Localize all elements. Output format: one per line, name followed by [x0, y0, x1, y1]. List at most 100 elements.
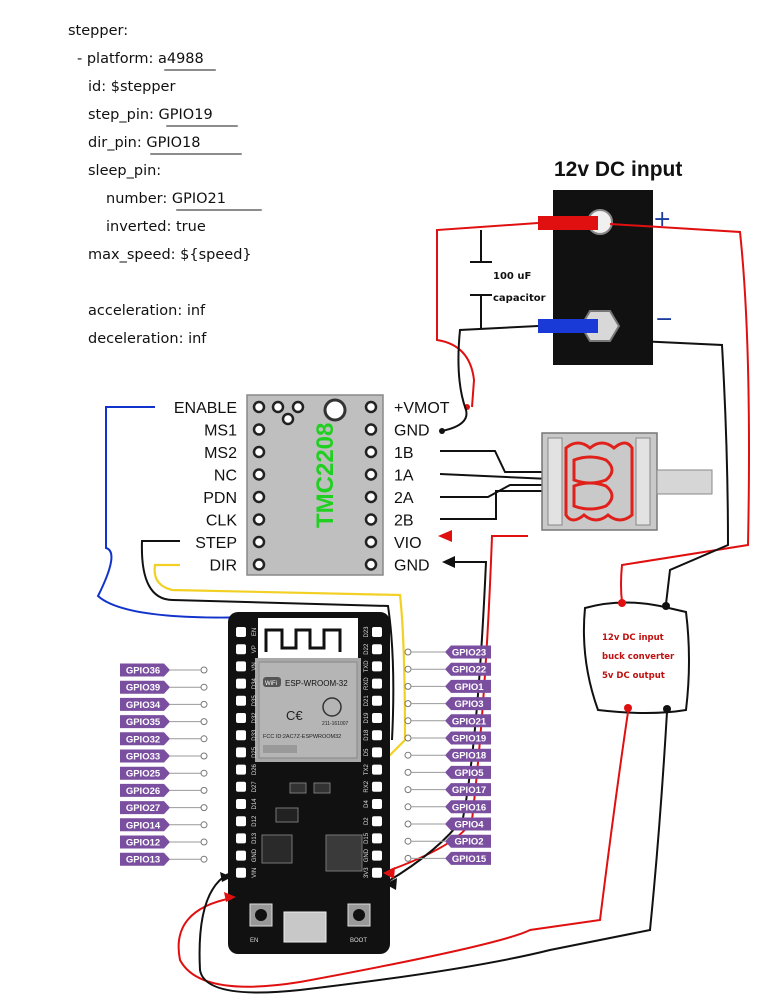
esp-header-pin: [372, 799, 382, 809]
gnd-to-esp-black-wire: [198, 711, 668, 994]
driver-pin-label: STEP: [195, 535, 237, 552]
gpio-tag-label: GPIO4: [454, 820, 484, 831]
esp-header-pin: [372, 695, 382, 706]
silk-label: VP: [252, 645, 258, 653]
gpio-tag: [445, 834, 491, 848]
motor-coils: [564, 441, 634, 522]
silk-label: D27: [252, 781, 258, 793]
gpio-tag: [445, 697, 491, 711]
silk-label: VN: [252, 662, 258, 670]
silk-label: EN: [252, 628, 258, 636]
gpio-tag: [445, 748, 491, 762]
gnd-black-wire: [441, 325, 539, 432]
highlight-underline: [176, 209, 262, 211]
config-line: sleep_pin:: [88, 163, 162, 179]
gpio-dot: [200, 786, 208, 794]
gpio-left-labels: GPIO36GPIO39GPIO34GPIO35GPIO32GPIO33GPIO…: [120, 663, 208, 866]
config-line: deceleration: inf: [88, 331, 207, 347]
esp-header-pin: [372, 816, 382, 827]
micro-usb-port[interactable]: [283, 911, 327, 943]
gpio-tag-label: GPIO39: [126, 683, 160, 694]
gpio-tag: [445, 662, 491, 676]
coil-wire-2b: [440, 490, 550, 520]
gpio-tag: [120, 835, 170, 849]
silk-label: D12: [252, 815, 258, 827]
driver-pin: [364, 445, 378, 459]
boot-button-cap[interactable]: [353, 909, 365, 921]
gpio-tag-label: GPIO19: [452, 734, 486, 745]
tmc2208-board: [246, 394, 384, 576]
gpio-tag-label: GPIO36: [126, 666, 160, 677]
gpio-dot: [200, 838, 208, 846]
esp-header-pin: [372, 867, 382, 878]
esp-header-pin: [372, 678, 382, 689]
driver-pin: [364, 423, 378, 436]
gpio-dot: [404, 665, 412, 673]
module-shield: [258, 661, 358, 759]
config-line: acceleration: inf: [88, 303, 206, 319]
driver-pin: [364, 400, 378, 414]
module-detail: [263, 745, 297, 753]
gpio-tag-label: GPIO13: [126, 855, 160, 866]
silk-label: D33: [252, 729, 258, 741]
gpio-dot: [200, 821, 208, 829]
driver-pin-label: MS2: [204, 445, 237, 462]
esp-header-pin: [372, 627, 382, 637]
boot-label: BOOT: [350, 938, 367, 944]
driver-hole: [281, 412, 295, 426]
gpio-tag: [445, 783, 491, 797]
pcb-antenna: [258, 618, 358, 660]
esp-header-pin: [236, 833, 246, 844]
esp-header-pin: [372, 850, 382, 861]
buck-converter-outline: [582, 601, 690, 714]
silk-label: D21: [364, 695, 370, 707]
wire-end-dot: [439, 428, 445, 434]
silk-label: D5: [364, 748, 370, 756]
gpio-tag-label: GPIO15: [452, 854, 487, 865]
silk-label: TX2: [364, 763, 370, 775]
gpio-tag-label: GPIO1: [454, 682, 484, 693]
driver-pin: [364, 535, 378, 549]
driver-pin: [364, 558, 378, 571]
driver-pin-label: GND: [394, 558, 430, 575]
highlight-underline: [166, 125, 238, 127]
psu-to-buck-black-wire: [616, 339, 730, 605]
highlight-underline: [150, 153, 242, 155]
gpio-tag: [120, 697, 170, 711]
gpio-dot: [404, 734, 412, 742]
silk-label: VIN: [252, 868, 258, 878]
driver-pin: [252, 535, 266, 549]
smd-component: [313, 782, 331, 794]
gpio-tag: [445, 714, 491, 728]
gpio-tag-label: GPIO26: [126, 786, 160, 797]
vmot-red-wire: [436, 222, 539, 408]
driver-pin-label: MS1: [204, 423, 237, 440]
silk-label: D2: [364, 817, 370, 825]
gnd-arrow: [220, 872, 232, 882]
vin-arrow: [224, 892, 236, 902]
en-button-cap[interactable]: [255, 909, 267, 921]
gpio-tag: [120, 715, 170, 729]
gpio-dot: [404, 854, 412, 862]
smd-component: [275, 807, 299, 823]
gpio-dot: [200, 700, 208, 708]
gpio-tag: [120, 783, 170, 797]
gpio-dot: [404, 837, 412, 845]
gpio-tag-label: GPIO18: [452, 751, 486, 762]
config-line: number: GPIO21: [106, 191, 226, 207]
driver-pin: [364, 513, 378, 526]
silk-label: D35: [252, 695, 258, 707]
driver-pin-label: 2B: [394, 513, 414, 530]
gpio-dot: [200, 666, 208, 674]
esp-header-pin: [372, 661, 382, 672]
esp-header-pin: [236, 713, 246, 723]
silk-label: D4: [364, 800, 370, 808]
fcc-id: FCC ID:2AC7Z-ESPWROOM32: [263, 734, 341, 740]
en-label: EN: [250, 938, 258, 944]
voltage-regulator: [261, 834, 293, 864]
gpio-tag-label: GPIO23: [452, 648, 486, 659]
driver-pin-label: 1A: [394, 468, 414, 485]
gpio-tag: [445, 817, 491, 831]
config-line: inverted: true: [106, 219, 206, 235]
